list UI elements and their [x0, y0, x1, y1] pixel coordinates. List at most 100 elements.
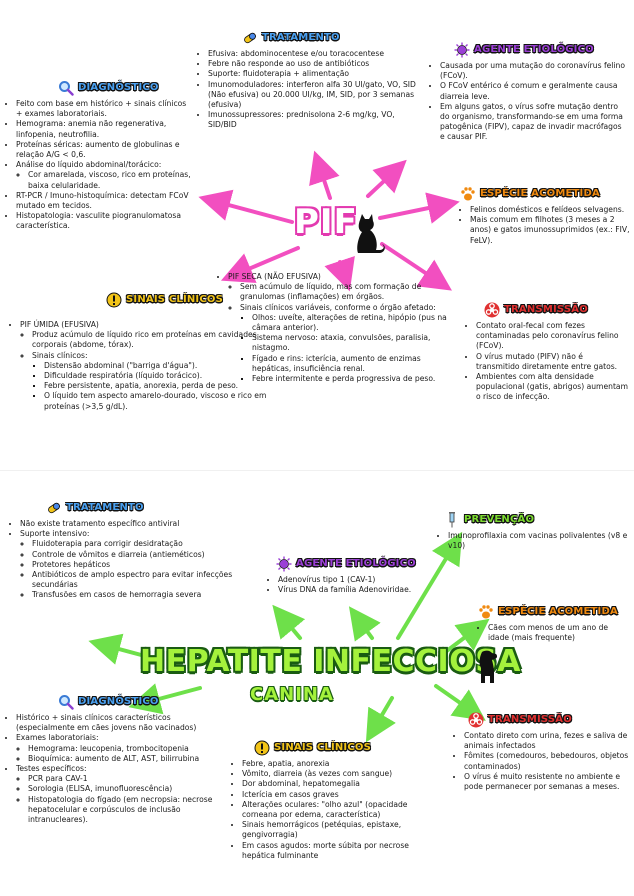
arrow-to-diagnostico	[198, 189, 294, 224]
divider	[0, 470, 634, 479]
pif-seca: PIF SECA (NÃO EFUSIVA) Sem acúmulo de lí…	[218, 272, 462, 384]
arrow-to-agente-2	[348, 606, 381, 642]
list-item: Histórico + sinais clínicos característi…	[16, 713, 230, 733]
list-item: Transfusões em casos de hemorragia sever…	[32, 590, 268, 600]
list-item: Proteínas séricas: aumento de globulinas…	[16, 140, 192, 160]
list-item: Imunoprofilaxia com vacinas polivalentes…	[448, 531, 628, 551]
hic-diagnostico-title: DIAGNÓSTICO	[78, 695, 159, 707]
list-item: Vômito, diarreia (às vezes com sangue)	[242, 769, 440, 779]
list-item: Histopatologia do fígado (em necropsia: …	[28, 795, 230, 826]
list-item: O FCoV entérico é comum e geralmente cau…	[440, 81, 626, 101]
hic-especie-title: ESPÉCIE ACOMETIDA	[498, 605, 618, 617]
list-item: Sinais clínicos variáveis, conforme o ór…	[240, 302, 436, 312]
hic-diagnostico: DIAGNÓSTICO Histórico + sinais clínicos …	[6, 694, 230, 825]
list-item: Protetores hepáticos	[32, 560, 268, 570]
list-item: Não existe tratamento específico antivir…	[20, 519, 268, 529]
dog-icon	[479, 650, 498, 683]
list-item: Sistema nervoso: ataxia, convulsões, par…	[252, 333, 462, 353]
list-item: Fômites (comedouros, bebedouros, objetos…	[464, 751, 630, 771]
list-item: Controle de vômitos e diarreia (antiemét…	[32, 550, 268, 560]
list-item: Bioquímica: aumento de ALT, AST, bilirru…	[28, 754, 230, 764]
hic-transmissao-title: TRANSMISSÃO	[488, 713, 572, 725]
biohazard-icon	[468, 712, 484, 728]
list-item: Febre intermitente e perda progressiva d…	[252, 374, 462, 384]
pill-icon	[244, 32, 256, 44]
hic-tratamento-title: TRATAMENTO	[66, 501, 144, 513]
list-item: Vírus DNA da família Adenoviridae.	[278, 585, 420, 595]
hic-transmissao: TRANSMISSÃO Contato direto com urina, fe…	[454, 712, 630, 792]
list-item: Dor abdominal, hepatomegalia	[242, 779, 440, 789]
list-item: Icterícia em casos graves	[242, 790, 440, 800]
hic-prevencao-title: PREVENÇÃO	[464, 513, 535, 525]
list-item: Distensão abdominal ("barriga d'água").	[44, 361, 278, 371]
pif-tratamento-title: TRATAMENTO	[262, 31, 340, 43]
list-item: Em casos agudos: morte súbita por necros…	[242, 841, 440, 861]
arrow-to-agente	[272, 604, 306, 640]
pif-transmissao: TRANSMISSÃO Contato oral-fecal com fezes…	[466, 302, 628, 403]
arrow-to-especie	[378, 192, 460, 224]
list-item: Histopatologia: vasculite piogranulomato…	[16, 211, 192, 231]
list-item: Alterações oculares: "olho azul" (opacid…	[242, 800, 440, 820]
hic-agente-title: AGENTE ETIOLÓGICO	[296, 557, 416, 569]
list-item: Febre persistente, apatia, anorexia, per…	[44, 381, 278, 391]
pif-transmissao-title: TRANSMISSÃO	[504, 303, 588, 315]
warning-icon	[254, 740, 270, 756]
list-item: PCR para CAV-1	[28, 774, 230, 784]
list-item: Cães com menos de um ano de idade (mais …	[488, 623, 628, 643]
pif-sinais: SINAIS CLÍNICOS	[106, 292, 286, 311]
list-item: Análise do líquido abdominal/torácico:	[16, 160, 162, 170]
pif-especie: ESPÉCIE ACOMETIDA Felinos domésticos e f…	[460, 186, 630, 246]
list-item: Mais comum em filhotes (3 meses a 2 anos…	[470, 215, 630, 246]
list-item: Hemograma: anemia não regenerativa, linf…	[16, 119, 192, 139]
list-item: Fígado e rins: icterícia, aumento de enz…	[252, 354, 462, 374]
list-item: Suporte intensivo:	[20, 529, 90, 539]
pif-tratamento: TRATAMENTO Efusiva: abdominocentese e/ou…	[198, 30, 416, 131]
hic-tratamento: TRATAMENTO Não existe tratamento específ…	[10, 500, 268, 601]
list-item: Dificuldade respiratória (líquido toráci…	[44, 371, 278, 381]
list-item: Ambientes com alta densidade populaciona…	[476, 372, 628, 403]
arrow-to-transmissao	[434, 684, 486, 721]
list-item: Sinais hemorrágicos (petéquias, epistaxe…	[242, 820, 440, 840]
warning-icon	[106, 292, 122, 308]
arrow-to-sinais	[365, 696, 396, 743]
list-item: Antibióticos de amplo espectro para evit…	[32, 570, 268, 590]
virus-icon	[454, 42, 470, 58]
hic-sinais-title: SINAIS CLÍNICOS	[274, 741, 371, 753]
list-item: Olhos: uveíte, alterações de retina, hip…	[252, 313, 462, 333]
list-item: Hemograma: leucopenia, trombocitopenia	[28, 744, 230, 754]
cat-icon	[357, 214, 385, 253]
list-item: Suporte: fluidoterapia + alimentação	[208, 69, 416, 79]
umida-label: PIF ÚMIDA (EFUSIVA)	[20, 320, 99, 329]
hic-sinais: SINAIS CLÍNICOS Febre, apatia, anorexia …	[232, 740, 440, 861]
hic-especie: ESPÉCIE ACOMETIDA Cães com menos de um a…	[478, 604, 628, 643]
hic-agente: AGENTE ETIOLÓGICO Adenovírus tipo 1 (CAV…	[268, 556, 420, 595]
list-item: Sorologia (ELISA, imunofluorescência)	[28, 784, 230, 794]
list-item: Sinais clínicos:	[32, 350, 88, 360]
pif-diagnostico: DIAGNÓSTICO Feito com base em histórico …	[6, 80, 192, 232]
list-item: RT-PCR / Imuno-histoquímica: detectam FC…	[16, 191, 192, 211]
list-item: Causada por uma mutação do coronavírus f…	[440, 61, 626, 81]
pif-agente: AGENTE ETIOLÓGICO Causada por uma mutaçã…	[430, 42, 626, 143]
arrow-to-tratamento	[309, 150, 340, 200]
pif-title: PIF	[294, 202, 358, 242]
biohazard-icon	[484, 302, 500, 318]
list-item: Cor amarelada, viscoso, rico em proteína…	[28, 170, 192, 190]
list-item: Sem acúmulo de líquido, mas com formação…	[240, 282, 462, 302]
list-item: O vírus mutado (PIFV) não é transmitido …	[476, 352, 628, 372]
virus-icon	[276, 556, 292, 572]
hic-prevencao: PREVENÇÃO Imunoprofilaxia com vacinas po…	[438, 512, 628, 551]
pif-diagnostico-title: DIAGNÓSTICO	[78, 81, 159, 93]
list-item: Exames laboratoriais:	[16, 733, 99, 743]
list-item: O vírus é muito resistente no ambiente e…	[464, 772, 630, 792]
list-item: Febre não responde ao uso de antibiótico…	[208, 59, 416, 69]
list-item: Felinos domésticos e felídeos selvagens.	[470, 205, 630, 215]
seca-label: PIF SECA (NÃO EFUSIVA)	[228, 272, 321, 281]
pill-icon	[48, 502, 60, 514]
list-item: Febre, apatia, anorexia	[242, 759, 440, 769]
pif-agente-title: AGENTE ETIOLÓGICO	[474, 43, 594, 55]
hic-panel	[0, 478, 634, 896]
list-item: Efusiva: abdominocentese e/ou toracocent…	[208, 49, 416, 59]
list-item: Testes específicos:	[16, 764, 87, 774]
list-item: Adenovírus tipo 1 (CAV-1)	[278, 575, 420, 585]
list-item: Fluidoterapia para corrigir desidratação	[32, 539, 268, 549]
